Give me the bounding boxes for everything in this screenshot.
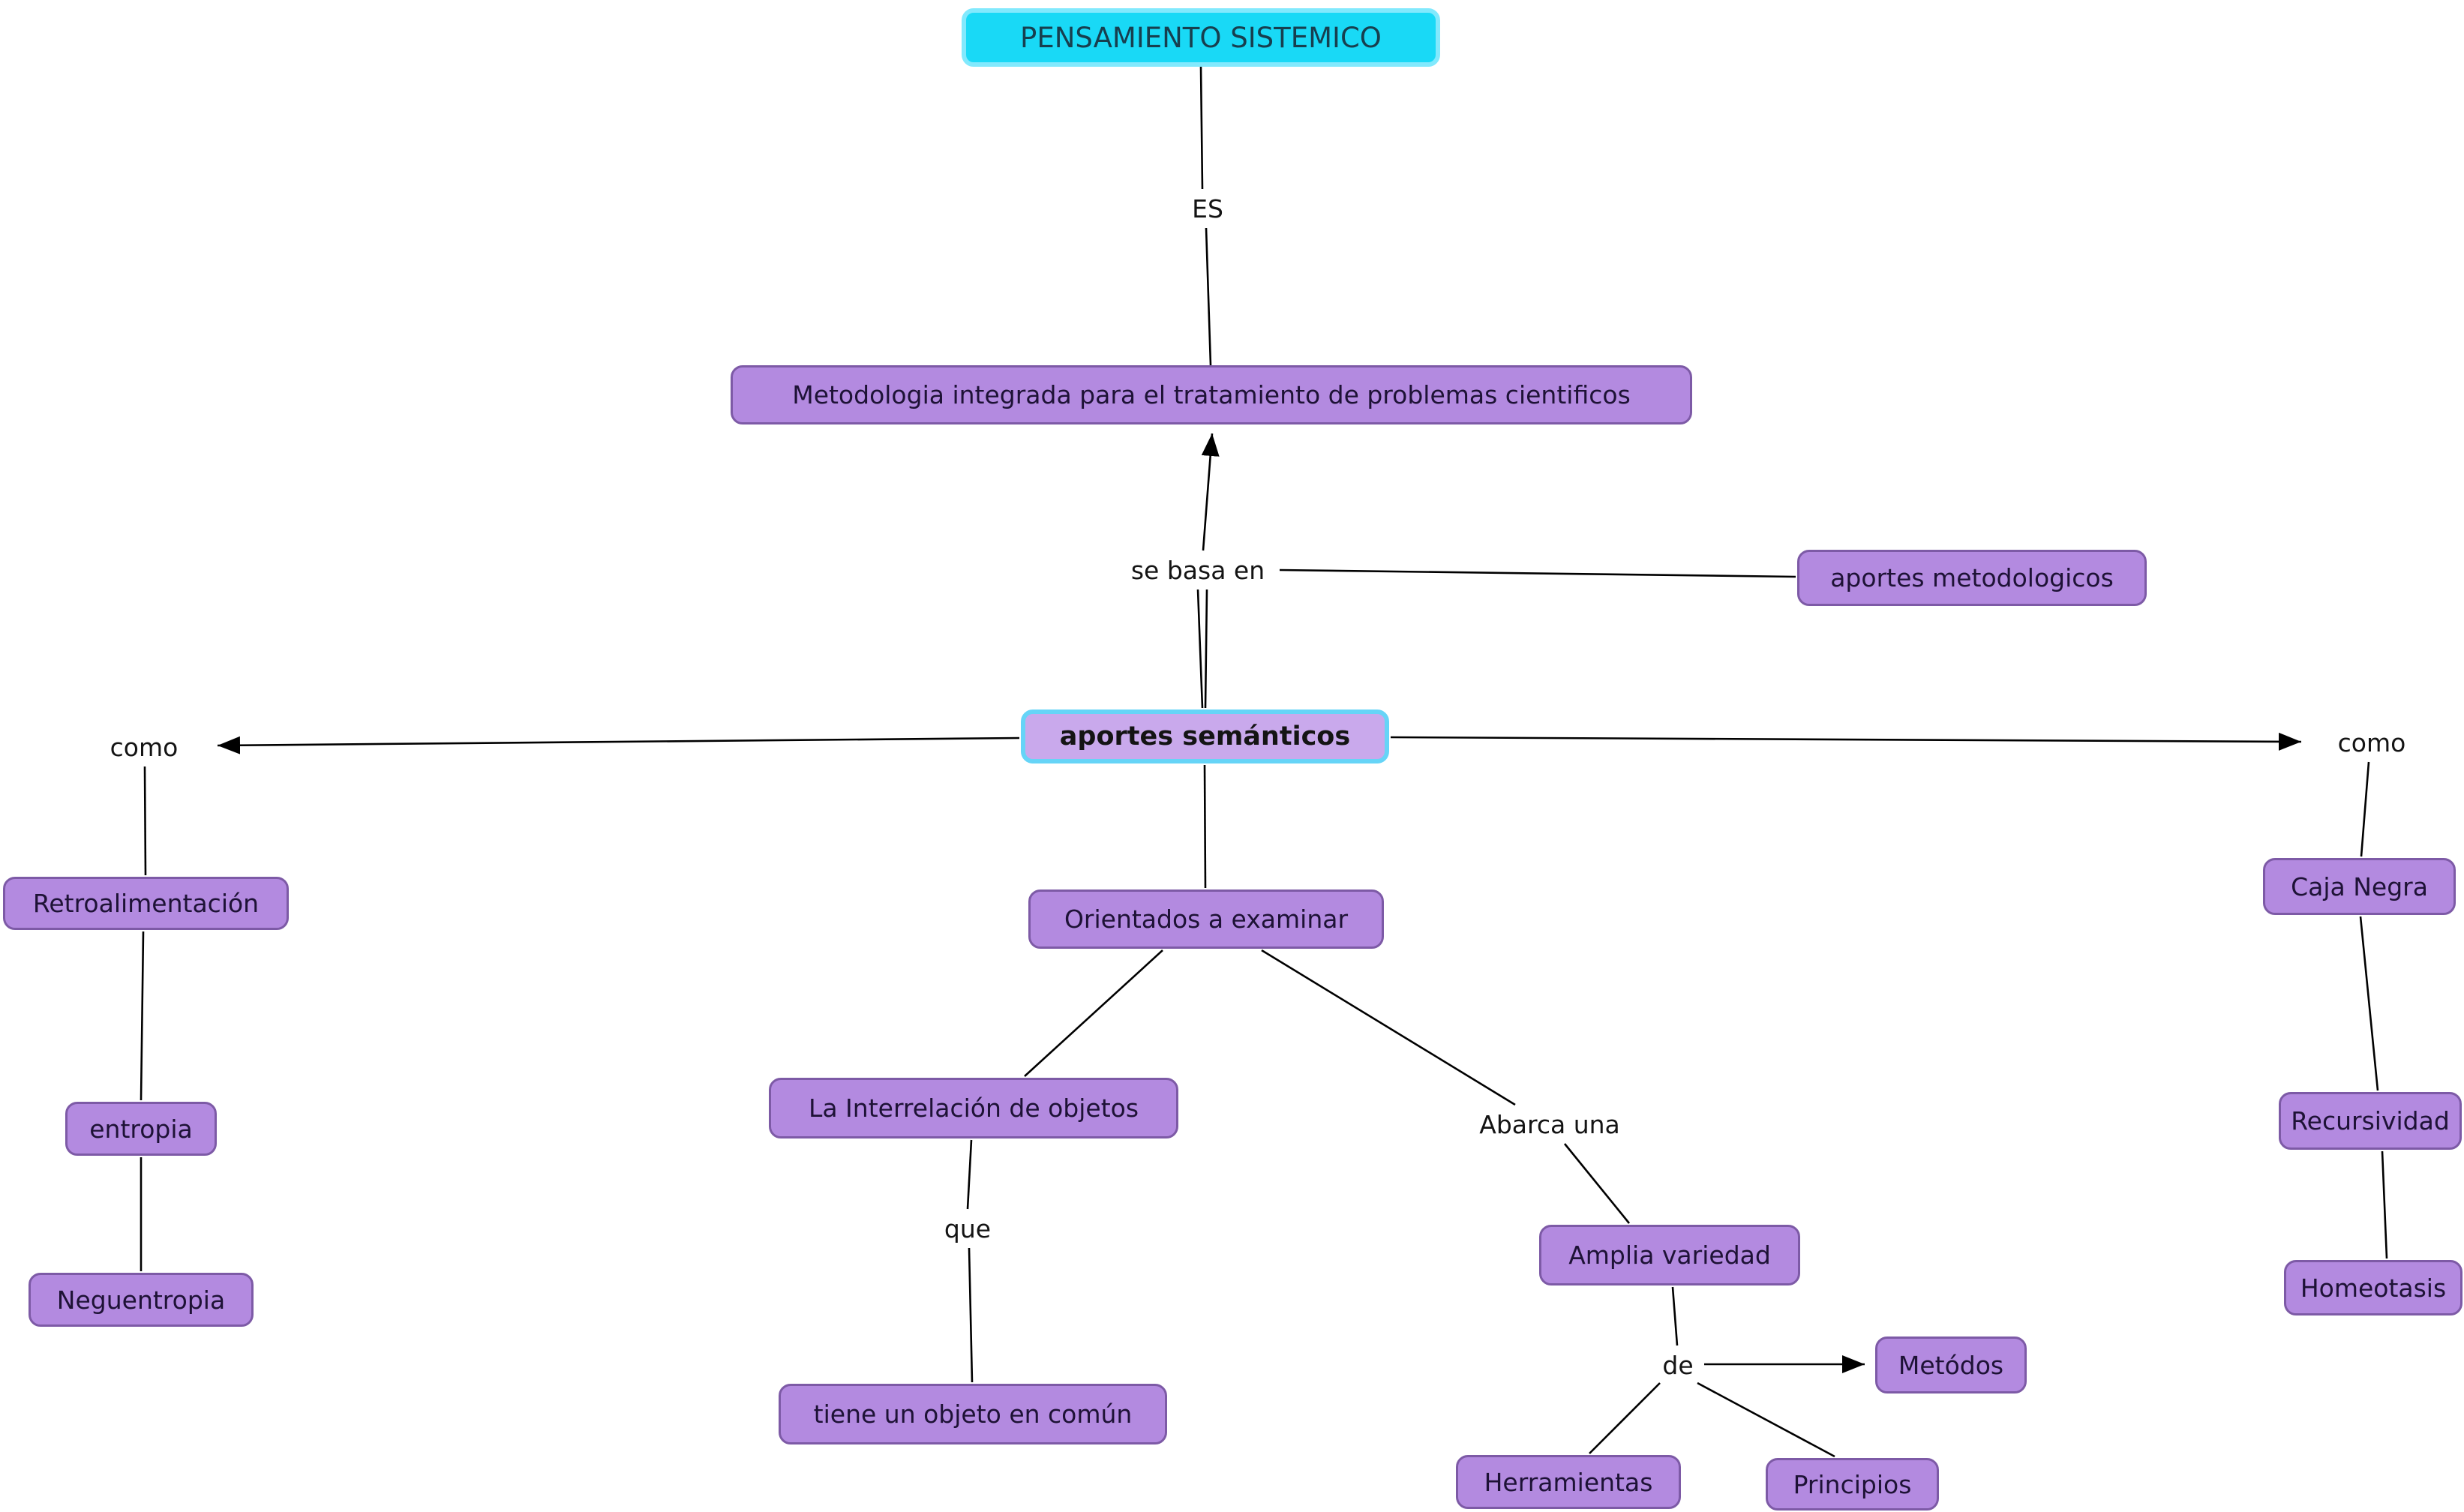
link-phrase-que[interactable]: que (938, 1212, 998, 1245)
link-phrase-como-right[interactable]: como (2325, 726, 2418, 759)
node-principios[interactable]: Principios (1766, 1458, 1939, 1510)
node-aportes-metodologicos[interactable]: aportes metodologicos (1797, 550, 2147, 606)
node-orientados-a-examinar[interactable]: Orientados a examinar (1028, 890, 1384, 949)
node-pensamiento-sistemico[interactable]: PENSAMIENTO SISTEMICO (962, 8, 1440, 67)
link-phrase-como-left[interactable]: como (98, 730, 191, 764)
link-phrase-es[interactable]: ES (1178, 192, 1238, 225)
node-aportes-semanticos[interactable]: aportes semánticos (1021, 710, 1389, 764)
link-phrase-abarca-una[interactable]: Abarca una (1461, 1108, 1638, 1141)
node-homeotasis[interactable]: Homeotasis (2284, 1260, 2462, 1316)
node-recursividad[interactable]: Recursividad (2279, 1092, 2462, 1150)
link-phrase-de[interactable]: de (1655, 1348, 1701, 1382)
node-interrelacion-de-objetos[interactable]: La Interrelación de objetos (769, 1078, 1178, 1138)
node-retroalimentacion[interactable]: Retroalimentación (3, 877, 289, 930)
node-metodologia-integrada[interactable]: Metodologia integrada para el tratamient… (731, 365, 1692, 424)
node-neguentropia[interactable]: Neguentropia (29, 1273, 254, 1327)
node-amplia-variedad[interactable]: Amplia variedad (1539, 1225, 1800, 1286)
node-herramientas[interactable]: Herramientas (1456, 1455, 1681, 1509)
node-caja-negra[interactable]: Caja Negra (2263, 858, 2456, 915)
node-metodos[interactable]: Metódos (1875, 1336, 2027, 1394)
node-tiene-un-objeto-en-comun[interactable]: tiene un objeto en común (779, 1384, 1167, 1444)
link-phrase-se-basa-en[interactable]: se basa en (1119, 554, 1277, 586)
node-entropia[interactable]: entropia (65, 1102, 217, 1156)
